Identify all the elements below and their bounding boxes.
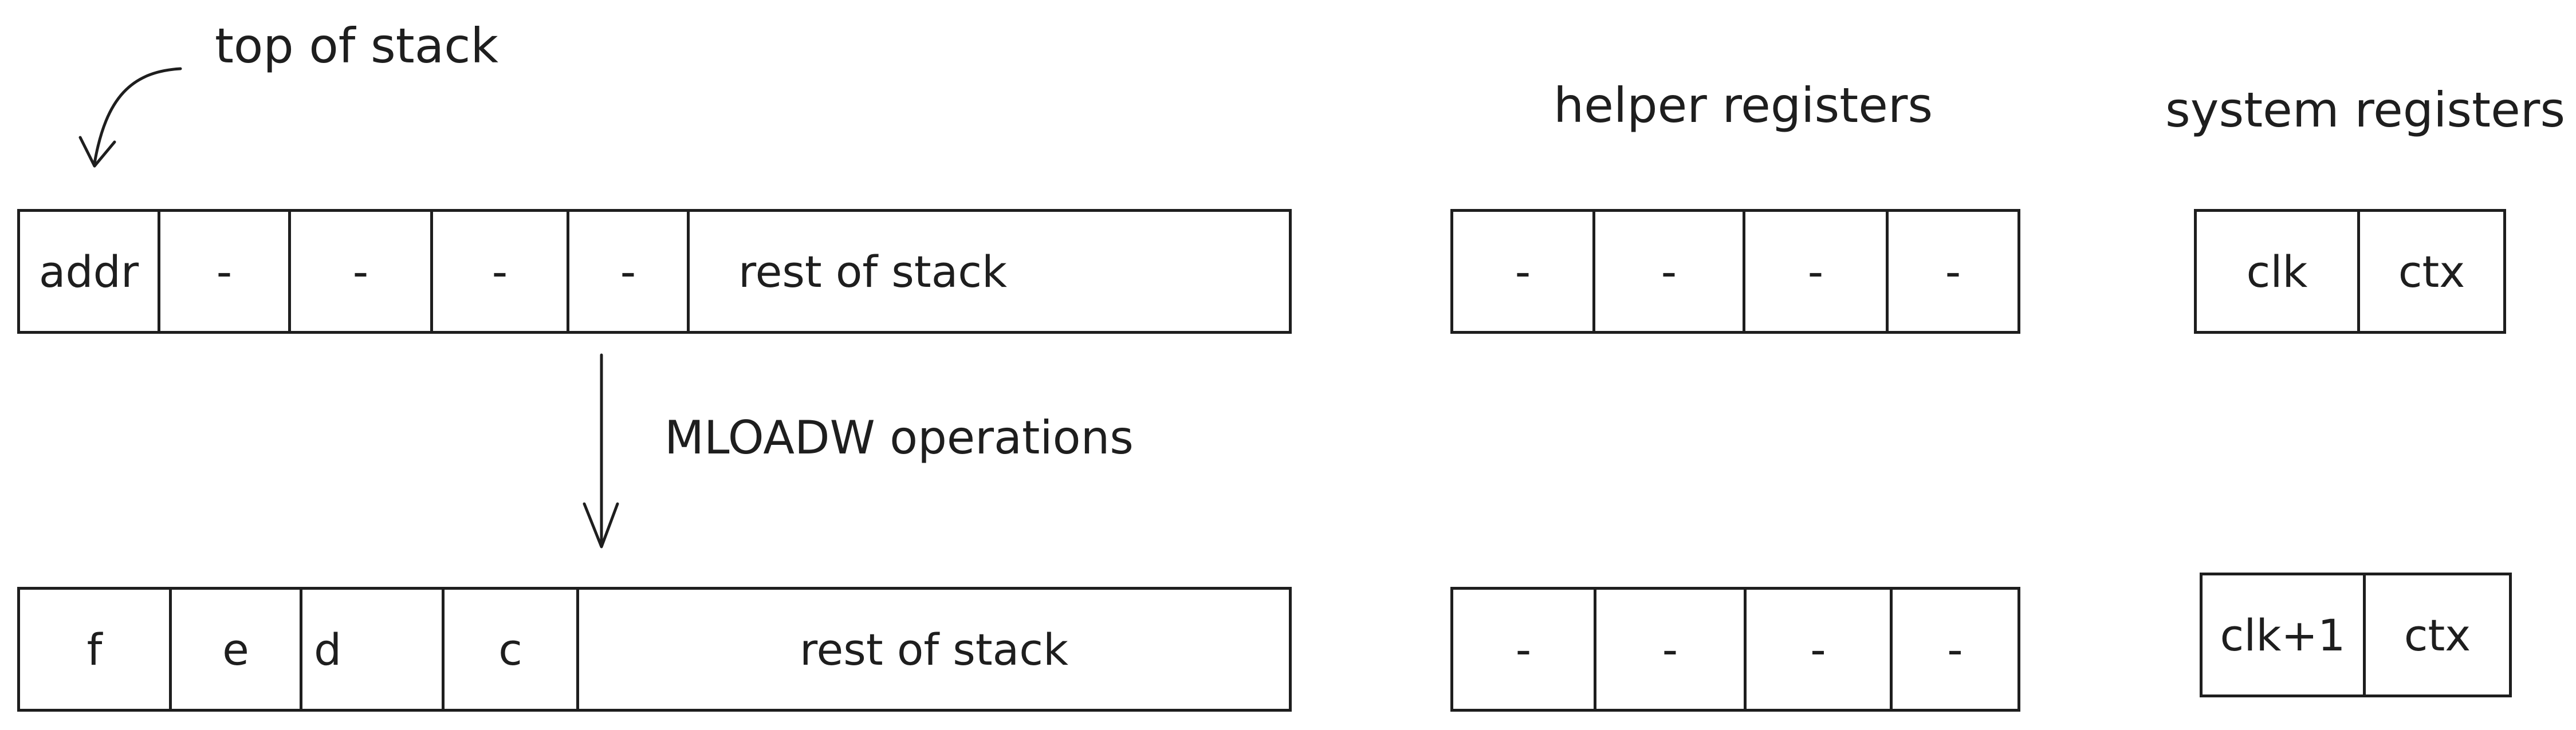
stack-after-cell: e [172, 590, 302, 709]
stack-before-cell: - [569, 212, 690, 331]
stack-after-row: f e d c rest of stack [17, 587, 1292, 712]
helper-before-cell: - [1745, 212, 1889, 331]
helper-after-cell: - [1747, 590, 1893, 709]
helper-after-row: - - - - [1450, 587, 2020, 712]
system-registers-label: system registers [2165, 82, 2566, 138]
system-before-cell: clk [2197, 212, 2360, 331]
helper-registers-label: helper registers [1554, 77, 1933, 133]
stack-before-cell: - [433, 212, 569, 331]
stack-after-cell: f [20, 590, 172, 709]
helper-after-cell: - [1453, 590, 1596, 709]
stack-before-row: addr - - - - rest of stack [17, 209, 1292, 334]
top-of-stack-label: top of stack [215, 18, 499, 74]
system-before-row: clk ctx [2194, 209, 2506, 334]
stack-before-rest: rest of stack [738, 246, 1008, 297]
helper-before-cell: - [1453, 212, 1595, 331]
system-after-cell: ctx [2404, 609, 2471, 661]
system-after-cell: clk+1 [2203, 575, 2366, 695]
helper-before-cell: - [1595, 212, 1745, 331]
stack-before-cell: - [291, 212, 433, 331]
helper-after-cell: - [1596, 590, 1747, 709]
helper-before-row: - - - - [1450, 209, 2020, 334]
stack-before-cell: addr [20, 212, 160, 331]
mloadw-operations-label: MLOADW operations [664, 411, 1134, 464]
system-after-row: clk+1 ctx [2200, 573, 2512, 697]
helper-after-cell: - [1947, 624, 1963, 675]
stack-after-rest: rest of stack [799, 624, 1069, 675]
stack-after-cell: d [302, 590, 445, 709]
system-before-cell: ctx [2398, 246, 2465, 297]
stack-after-cell: c [445, 590, 579, 709]
stack-before-cell: - [160, 212, 291, 331]
helper-before-cell: - [1945, 246, 1961, 297]
